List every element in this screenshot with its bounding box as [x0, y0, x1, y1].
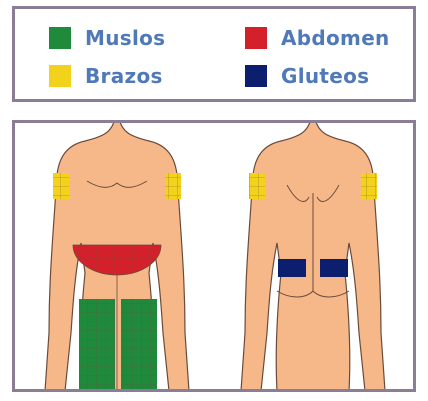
legend-label-muslos: Muslos [85, 26, 165, 50]
legend-label-gluteos: Gluteos [281, 64, 369, 88]
gluteos-swatch [245, 65, 267, 87]
legend-item-brazos: Brazos [49, 64, 163, 88]
legend-label-abdomen: Abdomen [281, 26, 390, 50]
thigh-zone-right [121, 299, 157, 389]
front-left-arm-zone [53, 173, 69, 199]
back-left-arm-zone [249, 173, 265, 199]
gluteos-zone-left [278, 259, 306, 277]
thigh-zone-left [79, 299, 115, 389]
muslos-swatch [49, 27, 71, 49]
legend-item-gluteos: Gluteos [245, 64, 369, 88]
abdomen-swatch [245, 27, 267, 49]
front-figure [45, 123, 189, 389]
back-figure [241, 123, 385, 389]
gluteos-zone-right [320, 259, 348, 277]
legend-item-muslos: Muslos [49, 26, 165, 50]
body-diagram-panel [12, 120, 416, 392]
back-right-arm-zone [361, 173, 377, 199]
body-diagram [15, 123, 413, 389]
brazos-swatch [49, 65, 71, 87]
legend-label-brazos: Brazos [85, 64, 163, 88]
front-right-arm-zone [165, 173, 181, 199]
legend-item-abdomen: Abdomen [245, 26, 390, 50]
legend: Muslos Abdomen Brazos Gluteos [12, 6, 416, 102]
